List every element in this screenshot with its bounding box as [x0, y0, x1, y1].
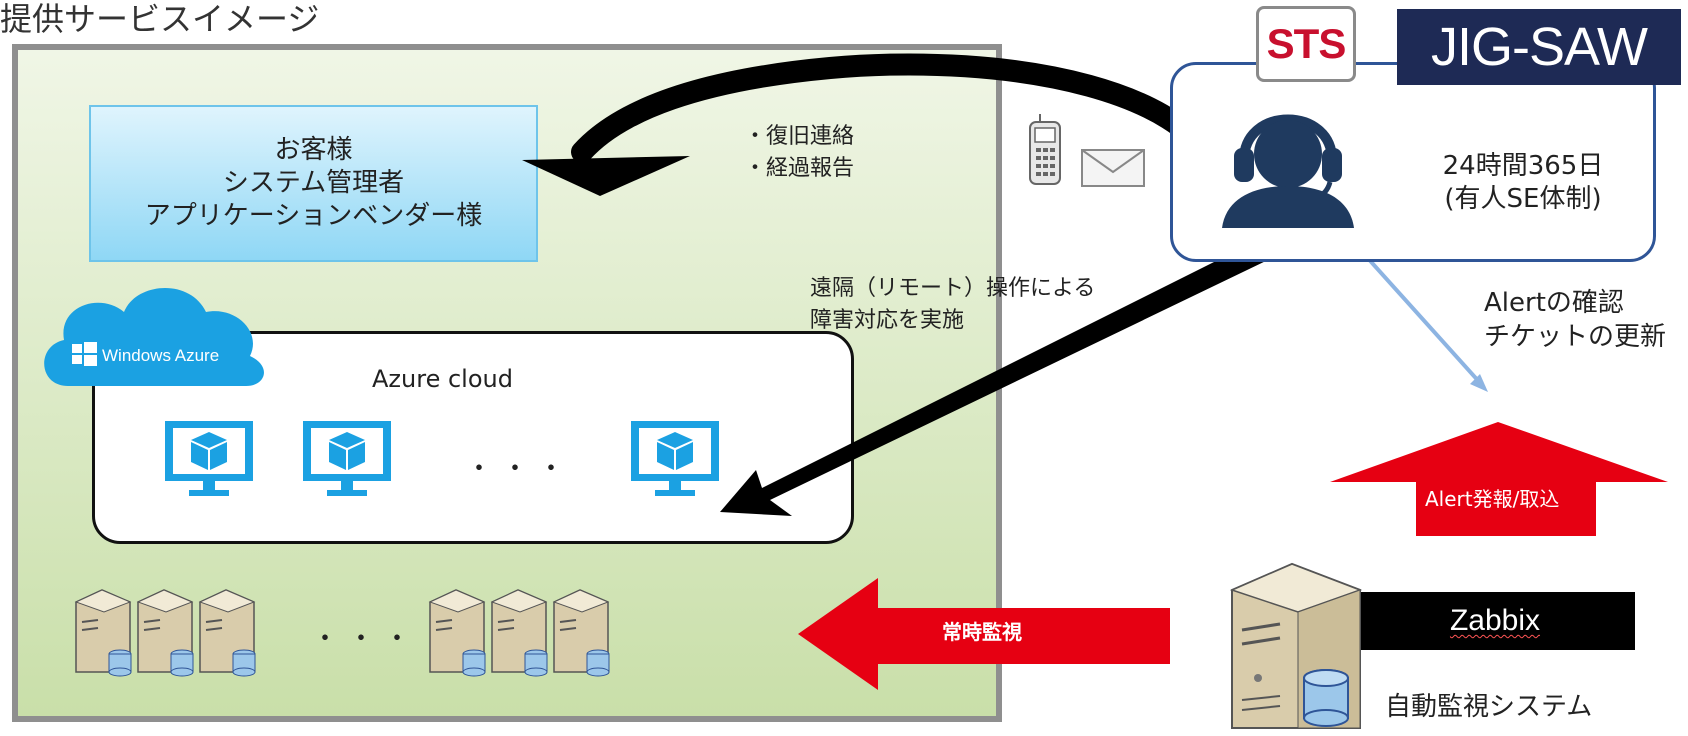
server-icon — [198, 589, 256, 677]
windows-logo-icon — [72, 342, 97, 366]
server-icon — [136, 589, 194, 677]
alert-check-link-head-bottom — [1470, 374, 1488, 392]
alert-check-line-1: Alertの確認 — [1484, 288, 1624, 318]
server-icon — [74, 589, 132, 677]
zabbix-server-icon — [1229, 562, 1363, 729]
remote-note-2: 障害対応を実施 — [810, 308, 965, 333]
vm-ellipsis: ・・・ — [466, 454, 575, 484]
notify-note-1: ・復旧連絡 — [744, 124, 855, 149]
customer-line-1: お客様 — [274, 135, 353, 165]
mail-icon — [1081, 149, 1145, 187]
customer-box: お客様 システム管理者 アプリケーションベンダー様 — [89, 105, 538, 262]
server-icon — [428, 589, 486, 677]
windows-azure-cloud-icon: Windows Azure — [44, 287, 264, 386]
customer-line-2: システム管理者 — [222, 168, 405, 198]
monitoring-arrow — [798, 578, 1170, 690]
sts-logo: STS — [1256, 6, 1356, 82]
alert-arrow — [1330, 422, 1668, 536]
notify-arrow-head — [522, 156, 690, 196]
server-group-left — [74, 589, 256, 677]
alert-check-text: Alertの確認 チケットの更新 — [1484, 286, 1666, 354]
database-icon — [1303, 669, 1349, 727]
mobile-phone-icon — [1029, 114, 1061, 185]
headset-operator-icon — [1222, 114, 1354, 228]
zabbix-label: Zabbix — [1449, 604, 1541, 637]
vm-icon — [303, 421, 391, 496]
remote-note-1: 遠隔（リモート）操作による — [810, 276, 1096, 301]
notify-note-2: ・経過報告 — [744, 156, 855, 181]
zabbix-caption: 自動監視システム — [1385, 692, 1593, 722]
zabbix-bar: Zabbix — [1355, 592, 1635, 650]
azure-cloud-label: Azure cloud — [372, 365, 513, 393]
monitoring-arrow-label: 常時監視 — [942, 620, 1022, 644]
page-title: 提供サービスイメージ — [0, 0, 320, 38]
server-group-right — [428, 589, 610, 677]
support-hours-text: 24時間365日 (有人SE体制) — [1405, 150, 1641, 216]
support-hours-line-1: 24時間365日 — [1442, 151, 1604, 181]
support-hours-line-2: (有人SE体制) — [1444, 184, 1602, 214]
customer-line-3: アプリケーションベンダー様 — [144, 201, 483, 231]
vm-icon — [631, 421, 719, 496]
alert-arrow-label: Alert発報/取込 — [1425, 487, 1560, 511]
server-icon — [552, 589, 610, 677]
remote-operation-arrow — [720, 240, 1272, 516]
phone-mail-icons — [1029, 114, 1145, 187]
jigsaw-logo: JIG-SAW — [1397, 9, 1681, 85]
server-ellipsis: ・・・ — [312, 624, 421, 654]
windows-azure-badge-text: Windows Azure — [102, 346, 219, 365]
alert-check-line-2: チケットの更新 — [1484, 322, 1667, 352]
server-icon — [490, 589, 548, 677]
vm-icon — [165, 421, 253, 496]
